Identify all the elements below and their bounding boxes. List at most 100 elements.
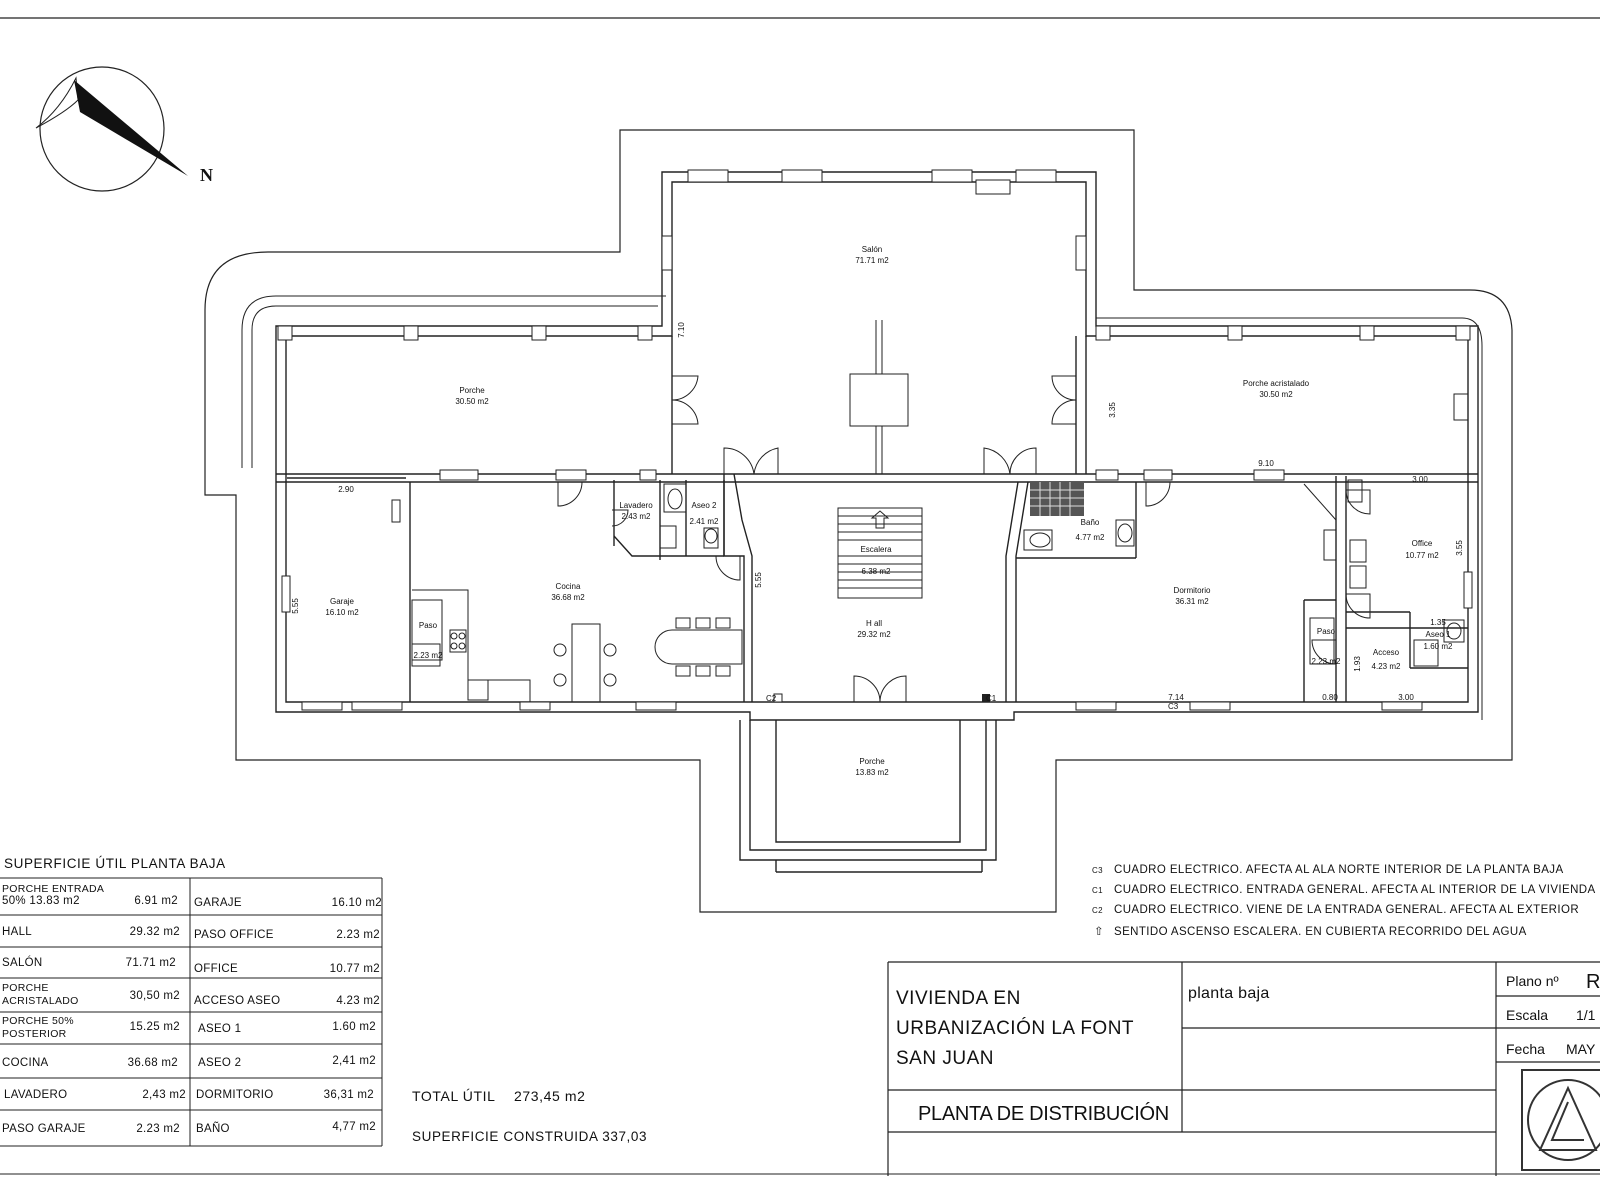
tbl-right-1-value: 16.10 m2	[332, 897, 382, 909]
room-office-area: 10.77 m2	[1405, 551, 1439, 560]
tbl-left-1-l2: 50% 13.83 m2	[2, 895, 80, 907]
tbl-right-4-value: 4.23 m2	[336, 995, 380, 1007]
project-line-2: URBANIZACIÓN LA FONT	[896, 1017, 1134, 1039]
total-util-value: 273,45 m2	[514, 1088, 586, 1104]
dim-garaje-h: 5.55	[291, 598, 300, 614]
drawing-title: PLANTA DE DISTRIBUCIÓN	[918, 1102, 1169, 1125]
marker-c2: C2	[766, 694, 777, 703]
tbl-right-6-value: 2,41 m2	[332, 1055, 376, 1067]
tbl-left-6-l1: COCINA	[2, 1057, 49, 1069]
escala-label: Escala	[1506, 1007, 1548, 1023]
room-aseo1-name: Aseo 1	[1426, 630, 1451, 639]
tbl-right-8-label: BAÑO	[196, 1122, 230, 1135]
tbl-left-4-l1: PORCHE	[2, 982, 49, 994]
room-salon-area: 71.71 m2	[855, 256, 889, 265]
room-paso-right-name: Paso	[1317, 627, 1336, 636]
legend-text-c2: CUADRO ELECTRICO. VIENE DE LA ENTRADA GE…	[1114, 904, 1579, 916]
plano-value: R	[1586, 971, 1600, 993]
legend-code-c2: C2	[1092, 906, 1103, 915]
room-hall-name: H all	[866, 619, 882, 628]
tbl-right-2-value: 2.23 m2	[336, 929, 380, 941]
tbl-left-5-l2: POSTERIOR	[2, 1028, 67, 1040]
tbl-right-8-value: 4,77 m2	[332, 1121, 376, 1133]
tbl-right-5-label: ASEO 1	[198, 1023, 241, 1035]
tbl-left-2-value: 29.32 m2	[130, 926, 180, 938]
room-hall-area: 29.32 m2	[857, 630, 891, 639]
tbl-left-6-value: 36.68 m2	[128, 1057, 178, 1069]
dim-porche-acr-h: 3.35	[1108, 402, 1117, 418]
electrical-legend: C3 CUADRO ELECTRICO. AFECTA AL ALA NORTE…	[1092, 864, 1596, 938]
tbl-left-5-value: 15.25 m2	[130, 1021, 180, 1033]
legend-text-c3: CUADRO ELECTRICO. AFECTA AL ALA NORTE IN…	[1114, 864, 1564, 876]
dim-porche-acr-w: 9.10	[1258, 459, 1274, 468]
tbl-left-8-value: 2.23 m2	[136, 1123, 180, 1135]
dim-hall-h: 5.55	[754, 572, 763, 588]
room-porche-acrist-area: 30.50 m2	[1259, 390, 1293, 399]
tbl-left-4-l2: ACRISTALADO	[2, 995, 79, 1007]
dim-paso-w: 0.80	[1322, 693, 1338, 702]
tbl-left-2-l1: HALL	[2, 926, 32, 938]
tbl-right-3-label: OFFICE	[194, 963, 238, 975]
window-marks	[277, 169, 1473, 711]
dim-aseo1-w: 1.35	[1430, 618, 1446, 627]
tbl-left-1-value: 6.91 m2	[134, 895, 178, 907]
legend-text-c1: CUADRO ELECTRICO. ENTRADA GENERAL. AFECT…	[1114, 884, 1596, 896]
dim-acceso-h: 1.93	[1353, 656, 1362, 672]
room-dormitorio-name: Dormitorio	[1174, 586, 1211, 595]
escala-value: 1/1	[1576, 1007, 1596, 1023]
north-arrow-icon	[74, 80, 188, 176]
tbl-left-7-value: 2,43 m2	[142, 1089, 186, 1101]
legend-stair-arrow-icon: ⇧	[1094, 925, 1104, 938]
room-cocina-name: Cocina	[556, 582, 581, 591]
room-porche-entrada-area: 13.83 m2	[855, 768, 889, 777]
room-dormitorio-area: 36.31 m2	[1175, 597, 1209, 606]
dim-salon-h: 7.10	[677, 322, 686, 338]
room-garaje-name: Garaje	[330, 597, 355, 606]
surface-table-title: SUPERFICIE ÚTIL PLANTA BAJA	[4, 856, 226, 871]
tbl-right-7-value: 36,31 m2	[324, 1089, 374, 1101]
surface-table: SUPERFICIE ÚTIL PLANTA BAJA PORCHE ENTRA…	[0, 856, 383, 1147]
totals: TOTAL ÚTIL 273,45 m2 SUPERFICIE CONSTRUI…	[412, 1088, 647, 1144]
room-bano-name: Baño	[1081, 518, 1100, 527]
tbl-left-5-l1: PORCHE 50%	[2, 1015, 74, 1027]
stair-up-arrow-icon	[870, 510, 890, 529]
project-line-1: VIVIENDA EN	[896, 988, 1021, 1009]
room-porche-entrada-name: Porche	[859, 757, 885, 766]
tbl-right-3-value: 10.77 m2	[330, 963, 380, 975]
tbl-left-7-l1: LAVADERO	[4, 1089, 67, 1101]
level-name: planta baja	[1188, 985, 1270, 1002]
compass: N	[35, 66, 213, 192]
legend-text-arrow: SENTIDO ASCENSO ESCALERA. EN CUBIERTA RE…	[1114, 926, 1527, 938]
staircase	[837, 507, 923, 599]
room-bano-area: 4.77 m2	[1076, 533, 1105, 542]
fecha-label: Fecha	[1506, 1041, 1545, 1057]
tbl-right-7-label: DORMITORIO	[196, 1089, 274, 1101]
tbl-right-6-label: ASEO 2	[198, 1057, 241, 1069]
dim-acceso-w: 3.00	[1398, 693, 1414, 702]
room-escalera-area: 6.38 m2	[862, 567, 891, 576]
room-paso-left-name: Paso	[419, 621, 438, 630]
plano-label: Plano nº	[1506, 973, 1559, 989]
room-lavadero-area: 2.43 m2	[622, 512, 651, 521]
dim-office-w: 3.00	[1412, 475, 1428, 484]
legend-code-c3: C3	[1092, 866, 1103, 875]
title-block: VIVIENDA EN URBANIZACIÓN LA FONT SAN JUA…	[887, 961, 1600, 1176]
total-util-label: TOTAL ÚTIL	[412, 1088, 496, 1104]
room-porche-left-area: 30.50 m2	[455, 397, 489, 406]
room-porche-acrist-name: Porche acristalado	[1243, 379, 1310, 388]
dim-garaje-w: 2.90	[338, 485, 354, 494]
legend-code-c1: C1	[1092, 886, 1103, 895]
north-label: N	[200, 165, 213, 185]
superficie-construida: SUPERFICIE CONSTRUIDA 337,03	[412, 1129, 647, 1144]
room-office-name: Office	[1412, 539, 1433, 548]
tbl-left-3-l1: SALÓN	[2, 956, 43, 969]
electric-markers: C2 C1 C3	[766, 693, 1179, 711]
room-aseo2-area: 2.41 m2	[690, 517, 719, 526]
doors	[557, 375, 1371, 703]
building-walls	[275, 171, 1479, 873]
room-escalera-name: Escalera	[860, 545, 892, 554]
room-lavadero-name: Lavadero	[619, 501, 653, 510]
room-paso-right-area: 2.23 m2	[1312, 657, 1341, 666]
tbl-left-1-l1: PORCHE ENTRADA	[2, 883, 104, 895]
